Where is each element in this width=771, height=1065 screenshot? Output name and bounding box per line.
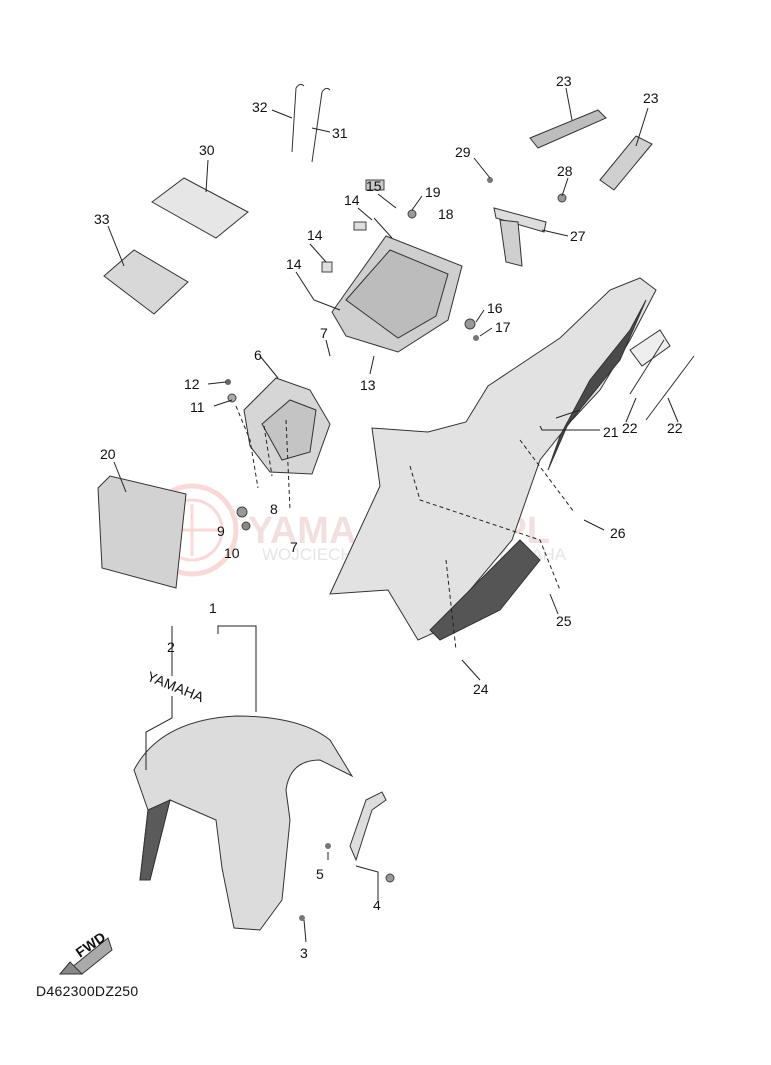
callout-label: 15 bbox=[366, 178, 382, 194]
callout-label: 20 bbox=[100, 446, 116, 462]
fender-logo-text: YAMAHA bbox=[145, 668, 207, 705]
callout-label: 13 bbox=[360, 377, 376, 393]
callout-label: 31 bbox=[332, 125, 348, 141]
part-1-front-fender: YAMAHA bbox=[133, 668, 354, 931]
callout-label: 18 bbox=[438, 206, 454, 222]
callout-label: 6 bbox=[254, 347, 262, 363]
part-30-pad bbox=[151, 177, 249, 239]
callout-label: 14 bbox=[307, 227, 323, 243]
callout-label: 1 bbox=[209, 600, 217, 616]
part-rods bbox=[291, 83, 331, 163]
callout-label: 10 bbox=[224, 545, 240, 561]
callout-label: 14 bbox=[286, 256, 302, 272]
callout-label: 26 bbox=[610, 525, 626, 541]
part-bracket-4-5 bbox=[299, 791, 395, 921]
callout-label: 3 bbox=[300, 945, 308, 961]
callout-label: 21 bbox=[603, 424, 619, 440]
callout-label: 17 bbox=[495, 319, 511, 335]
callout-label: 23 bbox=[556, 73, 572, 89]
part-27-bracket bbox=[487, 177, 567, 267]
callout-label: 19 bbox=[425, 184, 441, 200]
callout-label: 2 bbox=[167, 639, 175, 655]
callout-label: 8 bbox=[270, 501, 278, 517]
callout-label: 30 bbox=[199, 142, 215, 158]
callout-label: 32 bbox=[252, 99, 268, 115]
callout-label: 24 bbox=[473, 681, 489, 697]
part-21-seat-cowl bbox=[329, 277, 671, 641]
part-20-panel bbox=[97, 475, 187, 589]
callout-labels: 1 2 3 4 5 6 7 7 8 9 10 11 12 13 14 14 14… bbox=[94, 73, 683, 961]
callout-label: 23 bbox=[643, 90, 659, 106]
part-13-tray bbox=[321, 179, 479, 353]
part-23-strip-b bbox=[599, 135, 653, 191]
leader-lines bbox=[107, 87, 679, 943]
callout-label: 9 bbox=[217, 523, 225, 539]
callout-label: 14 bbox=[344, 192, 360, 208]
callout-label: 7 bbox=[290, 539, 298, 555]
callout-label: 11 bbox=[190, 399, 205, 415]
dashed-assembly-lines bbox=[235, 405, 575, 651]
callout-label: 22 bbox=[622, 420, 638, 436]
fwd-arrow-icon: FWD bbox=[58, 929, 113, 975]
callout-label: 12 bbox=[184, 376, 200, 392]
callout-label: 28 bbox=[557, 163, 573, 179]
callout-label: 5 bbox=[316, 866, 324, 882]
part-22-trims bbox=[629, 339, 695, 421]
callout-label: 27 bbox=[570, 228, 586, 244]
callout-label: 29 bbox=[455, 144, 471, 160]
callout-label: 25 bbox=[556, 613, 572, 629]
callout-label: 22 bbox=[667, 420, 683, 436]
callout-label: 33 bbox=[94, 211, 110, 227]
part-6-holder bbox=[225, 377, 331, 531]
diagram-reference-code: D462300DZ250 bbox=[36, 983, 138, 999]
callout-label: 4 bbox=[373, 897, 381, 913]
part-23-strip-a bbox=[529, 109, 607, 149]
callout-label: 7 bbox=[320, 325, 328, 341]
callout-label: 16 bbox=[487, 300, 503, 316]
part-33-pad bbox=[103, 249, 189, 315]
